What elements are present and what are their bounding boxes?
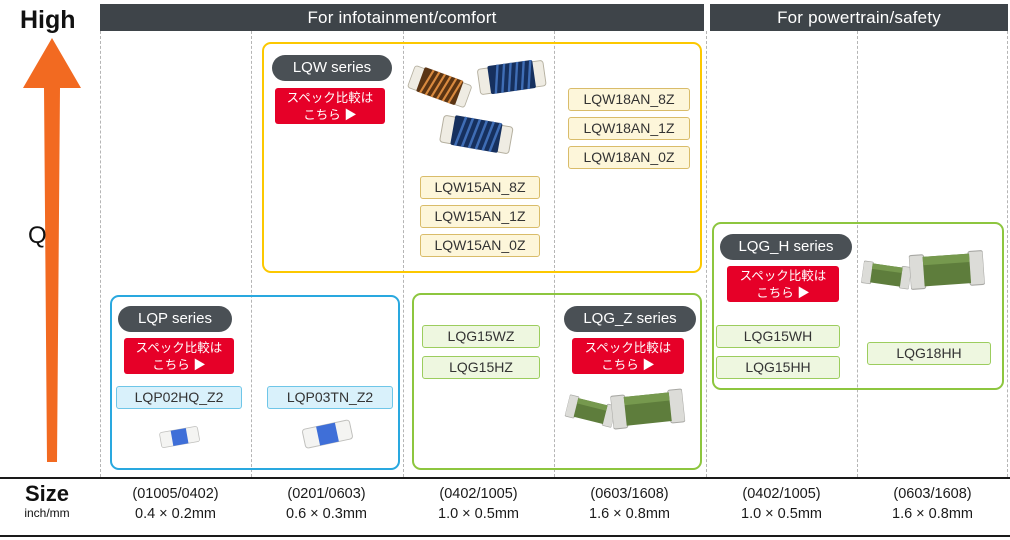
size-column-2: (0201/0603) 0.6 × 0.3mm (251, 484, 402, 524)
part-label-lqw15an-1z[interactable]: LQW15AN_1Z (420, 205, 540, 228)
part-label-lqg15hh[interactable]: LQG15HH (716, 356, 840, 379)
lqg-h-series-badge: LQG_H series (720, 234, 852, 260)
size-unit-label: inch/mm (24, 506, 70, 520)
column-divider (100, 31, 101, 477)
column-divider (857, 31, 858, 477)
lqw-inductor-image (475, 53, 548, 105)
size-mm: 0.6 × 0.3mm (286, 506, 367, 522)
size-label: Size (24, 481, 70, 506)
part-label-lqw18an-8z[interactable]: LQW18AN_8Z (568, 88, 690, 111)
lqg-chip-image (908, 247, 986, 297)
size-column-3: (0402/1005) 1.0 × 0.5mm (403, 484, 554, 524)
part-label-lqw18an-1z[interactable]: LQW18AN_1Z (568, 117, 690, 140)
lqg-h-series-box (712, 222, 1004, 390)
size-inch: (0201/0603) (287, 486, 366, 502)
size-mm: 1.0 × 0.5mm (438, 506, 519, 522)
spec-button-line1: スペック比較は (286, 91, 374, 105)
lqp-chip-image (158, 421, 203, 458)
lqw-spec-compare-button[interactable]: スペック比較は こちら ▶ (275, 88, 385, 124)
size-mm: 1.6 × 0.8mm (589, 506, 670, 522)
size-inch: (0402/1005) (439, 486, 518, 502)
lqg-z-spec-compare-button[interactable]: スペック比較は こちら ▶ (572, 338, 684, 374)
spec-button-line2: こちら ▶ (303, 108, 357, 122)
part-label-lqw18an-0z[interactable]: LQW18AN_0Z (568, 146, 690, 169)
part-label-lqg15wz[interactable]: LQG15WZ (422, 325, 540, 348)
lqw-series-badge: LQW series (272, 55, 392, 81)
column-divider (1007, 31, 1008, 477)
size-mm: 1.0 × 0.5mm (741, 506, 822, 522)
size-mm: 0.4 × 0.2mm (135, 506, 216, 522)
part-label-lqp02hq-z2[interactable]: LQP02HQ_Z2 (116, 386, 242, 409)
size-inch: (01005/0402) (132, 486, 219, 502)
size-inch: (0603/1608) (590, 486, 669, 502)
lqp-chip-image (300, 413, 357, 460)
column-divider (554, 31, 555, 477)
column-divider (706, 31, 707, 477)
part-label-lqg15hz[interactable]: LQG15HZ (422, 356, 540, 379)
size-column-5: (0402/1005) 1.0 × 0.5mm (706, 484, 857, 524)
size-mm: 1.6 × 0.8mm (892, 506, 973, 522)
spec-button-line1: スペック比較は (135, 341, 223, 355)
header-infotainment: For infotainment/comfort (100, 4, 704, 31)
spec-button-line2: こちら ▶ (601, 358, 655, 372)
size-axis-label: Size inch/mm (8, 481, 86, 521)
lqg-chip-image (860, 259, 912, 296)
part-label-lqp03tn-z2[interactable]: LQP03TN_Z2 (267, 386, 393, 409)
spec-button-line1: スペック比較は (584, 341, 672, 355)
lqg-z-series-badge: LQG_Z series (564, 306, 696, 332)
q-axis-arrow-icon (23, 38, 81, 462)
axis-q-label: Q (28, 222, 47, 249)
size-inch: (0603/1608) (893, 486, 972, 502)
size-column-6: (0603/1608) 1.6 × 0.8mm (857, 484, 1008, 524)
lqp-series-box (110, 295, 400, 470)
lqg-chip-image (609, 386, 686, 436)
header-powertrain: For powertrain/safety (710, 4, 1008, 31)
part-label-lqw15an-8z[interactable]: LQW15AN_8Z (420, 176, 540, 199)
axis-high-label: High (20, 6, 76, 34)
spec-button-line2: こちら ▶ (152, 358, 206, 372)
lqw-inductor-image (437, 108, 516, 165)
lqw-series-box (262, 42, 702, 273)
lqg-h-spec-compare-button[interactable]: スペック比較は こちら ▶ (727, 266, 839, 302)
size-row-top-rule (0, 477, 1010, 479)
part-label-lqg18hh[interactable]: LQG18HH (867, 342, 991, 365)
part-label-lqg15wh[interactable]: LQG15WH (716, 325, 840, 348)
column-divider (251, 31, 252, 477)
spec-button-line1: スペック比較は (739, 269, 827, 283)
column-divider (403, 31, 404, 477)
lqw-inductor-image (403, 59, 475, 119)
lqp-spec-compare-button[interactable]: スペック比較は こちら ▶ (124, 338, 234, 374)
part-label-lqw15an-0z[interactable]: LQW15AN_0Z (420, 234, 540, 257)
spec-button-line2: こちら ▶ (756, 286, 810, 300)
size-row-bottom-rule (0, 535, 1010, 537)
size-column-4: (0603/1608) 1.6 × 0.8mm (554, 484, 705, 524)
lqg-z-series-box (412, 293, 702, 470)
size-column-1: (01005/0402) 0.4 × 0.2mm (100, 484, 251, 524)
size-inch: (0402/1005) (742, 486, 821, 502)
lqp-series-badge: LQP series (118, 306, 232, 332)
